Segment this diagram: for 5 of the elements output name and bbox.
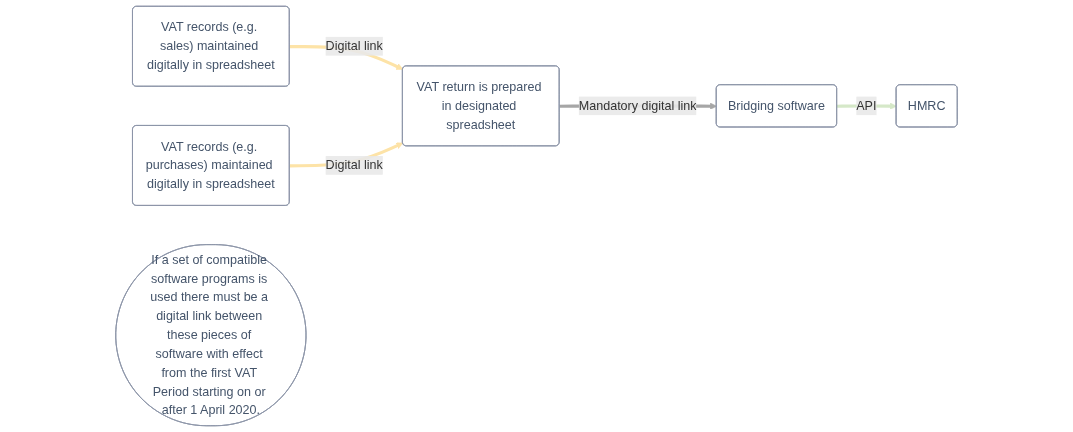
edge-label: API (856, 98, 877, 113)
edge-label: Digital link (325, 39, 383, 53)
edge-label: Mandatory digital link (578, 98, 697, 113)
arrow (837, 102, 897, 110)
edge-label: Digital link (325, 158, 383, 172)
